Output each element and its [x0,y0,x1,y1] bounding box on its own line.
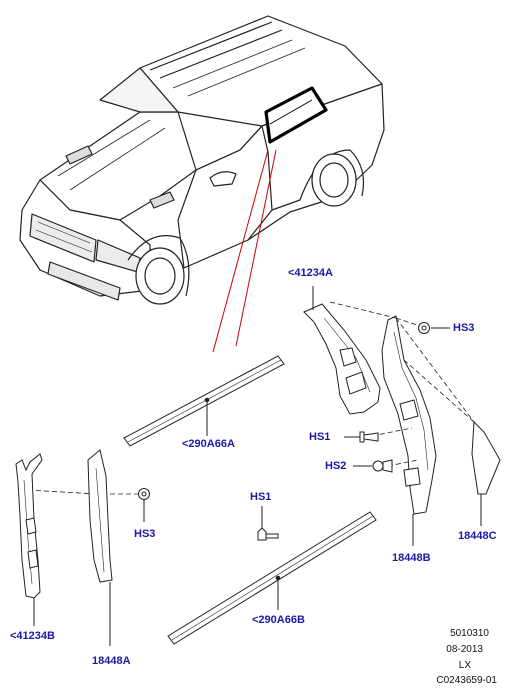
fastener-hs1-middle-screw [257,506,279,541]
callout-290a66b: <290A66B [252,614,305,626]
callout-hs3-right: HS3 [453,322,475,334]
fastener-hs3-right [418,322,450,334]
fastener-hs1-right-screw [344,431,379,443]
callout-hs1-middle: HS1 [250,491,272,503]
part-18448c-trim [471,420,501,526]
callout-18448b: 18448B [392,552,431,564]
part-41234b-bracket [15,453,43,626]
part-18448b-trim [381,315,437,546]
part-41234a-bracket [303,286,381,415]
callout-18448c: 18448C [458,530,497,542]
part-290a66a-strip [123,355,285,447]
callout-hs2-right: HS2 [325,460,347,472]
fastener-hs2-right-clip [353,459,393,473]
drawing-variant: LX [458,660,471,671]
part-290a66b-strip [167,511,377,645]
callout-41234b: <41234B [10,630,55,642]
callout-290a66a: <290A66A [182,438,235,450]
fastener-hs3-left-clip [138,488,150,522]
leader-lines [212,149,277,353]
assembly-dashed-lines [27,301,475,534]
front-wheel-icon [135,247,185,305]
part-18448a-trim [87,449,113,646]
rear-door-window-frame [264,86,328,144]
callout-41234a: <41234A [288,267,333,279]
vehicle-illustration [19,15,385,305]
rear-wheel-icon [311,153,357,207]
callout-hs3-left: HS3 [134,528,156,540]
drawing-date: 08-2013 [446,644,483,655]
callout-18448a: 18448A [92,655,131,667]
drawing-code: 5010310 [450,628,489,639]
callout-hs1-right: HS1 [309,431,331,443]
drawing-reference: C0243659-01 [436,675,497,686]
